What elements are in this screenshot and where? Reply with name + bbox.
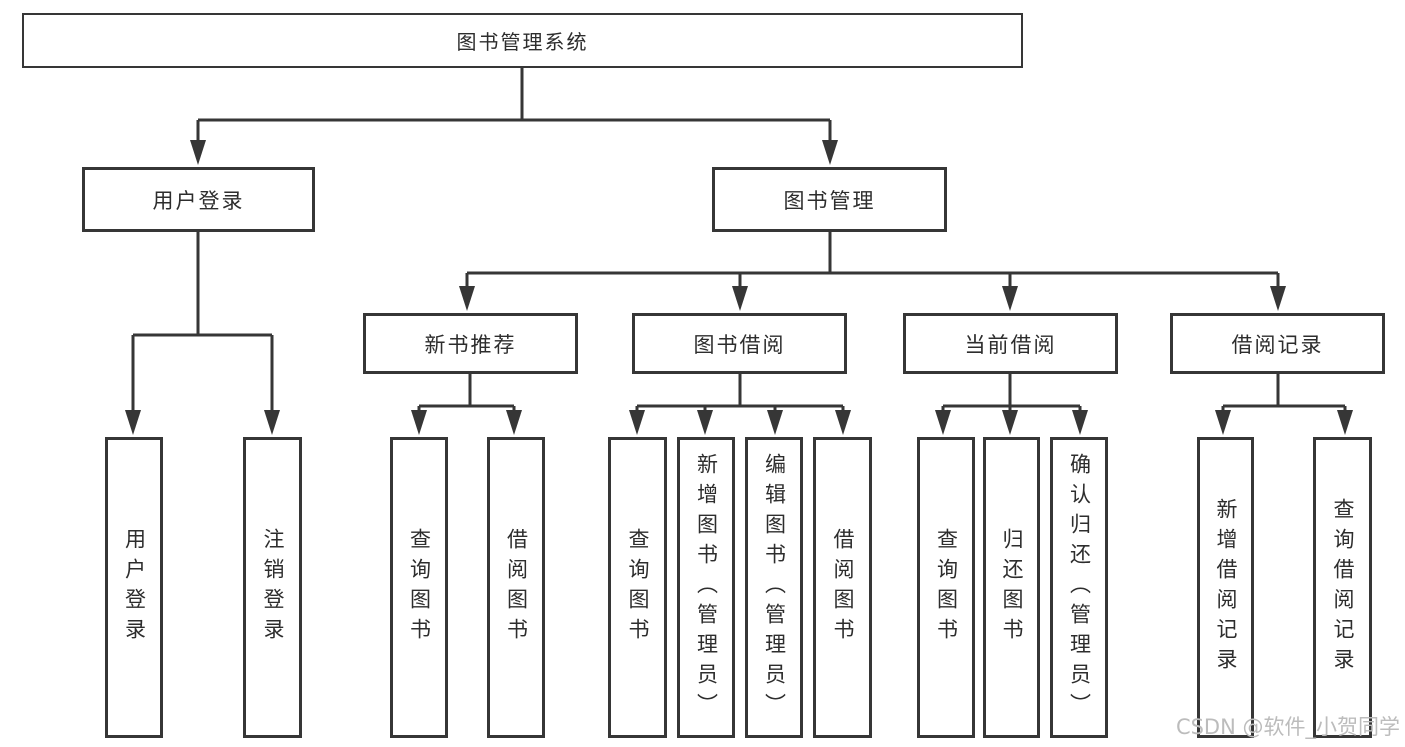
csdn-watermark: CSDN @软件_小贺同学 xyxy=(1175,715,1400,739)
node-root-system: 图书管理系统 xyxy=(22,13,1023,68)
leaf-logout-label: 注销登录 xyxy=(261,527,286,648)
node-root-label: 图书管理系统 xyxy=(456,30,589,54)
node-book-management-label: 图书管理 xyxy=(783,188,876,213)
leaf-user-login-label: 用户登录 xyxy=(122,527,147,648)
leaf-borrow-books-recommend: 借阅图书 xyxy=(487,437,545,738)
leaf-add-books-admin-label: 新增图书（管理员） xyxy=(694,452,719,723)
leaf-borrow-books: 借阅图书 xyxy=(813,437,872,738)
node-book-borrow: 图书借阅 xyxy=(632,313,847,374)
node-book-borrow-label: 图书借阅 xyxy=(693,332,786,357)
node-borrow-records-label: 借阅记录 xyxy=(1231,332,1324,357)
node-current-borrow-label: 当前借阅 xyxy=(964,332,1057,357)
leaf-add-borrow-record-label: 新增借阅记录 xyxy=(1214,497,1239,678)
node-new-book-recommend: 新书推荐 xyxy=(363,313,578,374)
node-book-management: 图书管理 xyxy=(712,167,947,232)
leaf-edit-books-admin: 编辑图书（管理员） xyxy=(745,437,803,738)
leaf-query-books-current: 查询图书 xyxy=(917,437,975,738)
node-new-book-recommend-label: 新书推荐 xyxy=(424,332,517,357)
leaf-query-books-borrow: 查询图书 xyxy=(608,437,667,738)
leaf-add-books-admin: 新增图书（管理员） xyxy=(677,437,735,738)
leaf-query-borrow-record: 查询借阅记录 xyxy=(1313,437,1372,738)
leaf-borrow-books-label: 借阅图书 xyxy=(831,527,856,648)
node-user-login-label: 用户登录 xyxy=(152,188,245,213)
leaf-add-borrow-record: 新增借阅记录 xyxy=(1197,437,1254,738)
node-current-borrow: 当前借阅 xyxy=(903,313,1118,374)
leaf-confirm-return-admin-label: 确认归还（管理员） xyxy=(1067,452,1092,723)
leaf-confirm-return-admin: 确认归还（管理员） xyxy=(1050,437,1108,738)
leaf-query-books-recommend-label: 查询图书 xyxy=(407,527,432,648)
leaf-return-books: 归还图书 xyxy=(983,437,1040,738)
node-user-login: 用户登录 xyxy=(82,167,315,232)
leaf-query-borrow-record-label: 查询借阅记录 xyxy=(1331,497,1356,678)
leaf-query-books-current-label: 查询图书 xyxy=(934,527,959,648)
node-borrow-records: 借阅记录 xyxy=(1170,313,1385,374)
leaf-query-books-borrow-label: 查询图书 xyxy=(626,527,651,648)
leaf-user-login: 用户登录 xyxy=(105,437,163,738)
leaf-query-books-recommend: 查询图书 xyxy=(390,437,448,738)
leaf-borrow-books-recommend-label: 借阅图书 xyxy=(504,527,529,648)
leaf-return-books-label: 归还图书 xyxy=(1000,527,1025,648)
leaf-logout: 注销登录 xyxy=(243,437,302,738)
leaf-edit-books-admin-label: 编辑图书（管理员） xyxy=(762,452,787,723)
